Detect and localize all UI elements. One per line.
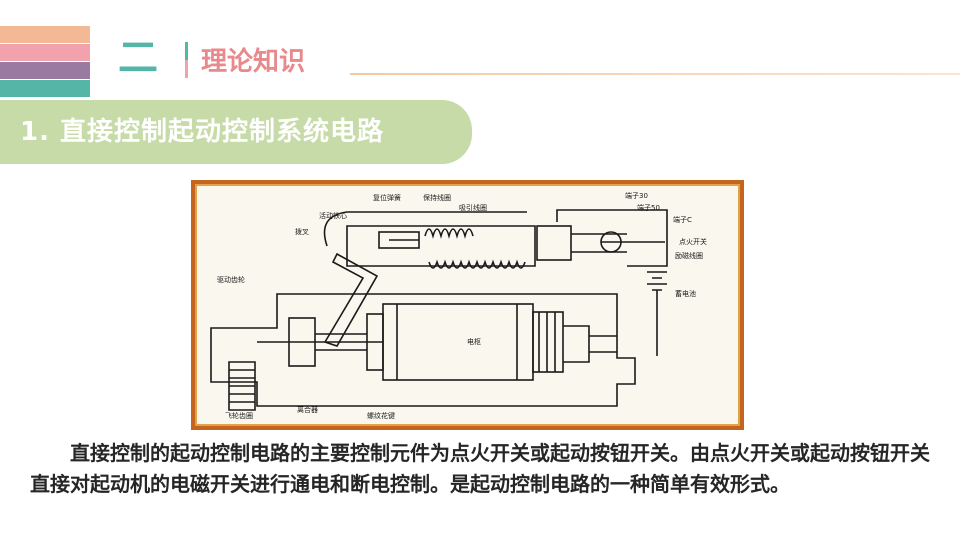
label-duanzi50: 端子50 (637, 203, 660, 212)
decor-stripe-purple (0, 62, 90, 79)
topic-banner (0, 100, 472, 164)
body-paragraph: 直接控制的起动控制电路的主要控制元件为点火开关或起动按钮开关。由点火开关或起动按… (30, 441, 930, 496)
label-xudianchi: 蓄电池 (675, 289, 696, 298)
label-xiyin: 吸引线圈 (459, 203, 487, 212)
label-lihe: 离合器 (297, 405, 318, 414)
label-huodong: 活动铁心 (319, 211, 347, 220)
section-number: 二 (118, 35, 158, 81)
label-duanziC: 端子C (673, 215, 692, 224)
topic-title: 1. 直接控制起动控制系统电路 (20, 117, 385, 147)
label-dianhuo: 点火开关 (679, 237, 707, 246)
starter-diagram-frame: 复位弹簧 保持线圈 吸引线圈 端子30 端子50 端子C 活动铁心 拨叉 点火开… (191, 180, 744, 430)
starter-diagram: 复位弹簧 保持线圈 吸引线圈 端子30 端子50 端子C 活动铁心 拨叉 点火开… (195, 184, 740, 426)
header-underline (350, 73, 960, 75)
label-baochi: 保持线圈 (423, 193, 451, 202)
label-feilun: 飞轮齿圈 (225, 411, 253, 420)
label-qudong: 驱动齿轮 (217, 275, 245, 284)
decor-stripe-orange (0, 26, 90, 43)
label-luowen: 螺纹花键 (367, 411, 395, 420)
section-title: 理论知识 (201, 47, 306, 77)
section-divider (185, 42, 188, 78)
decor-stripe-pink (0, 44, 90, 61)
label-lici: 励磁线圈 (675, 251, 703, 260)
label-bocha: 拨叉 (295, 227, 309, 236)
decor-stripe-teal (0, 80, 90, 97)
label-dianshu: 电枢 (467, 337, 481, 346)
label-duanzi30: 端子30 (625, 191, 648, 200)
label-fuwei: 复位弹簧 (373, 193, 401, 202)
